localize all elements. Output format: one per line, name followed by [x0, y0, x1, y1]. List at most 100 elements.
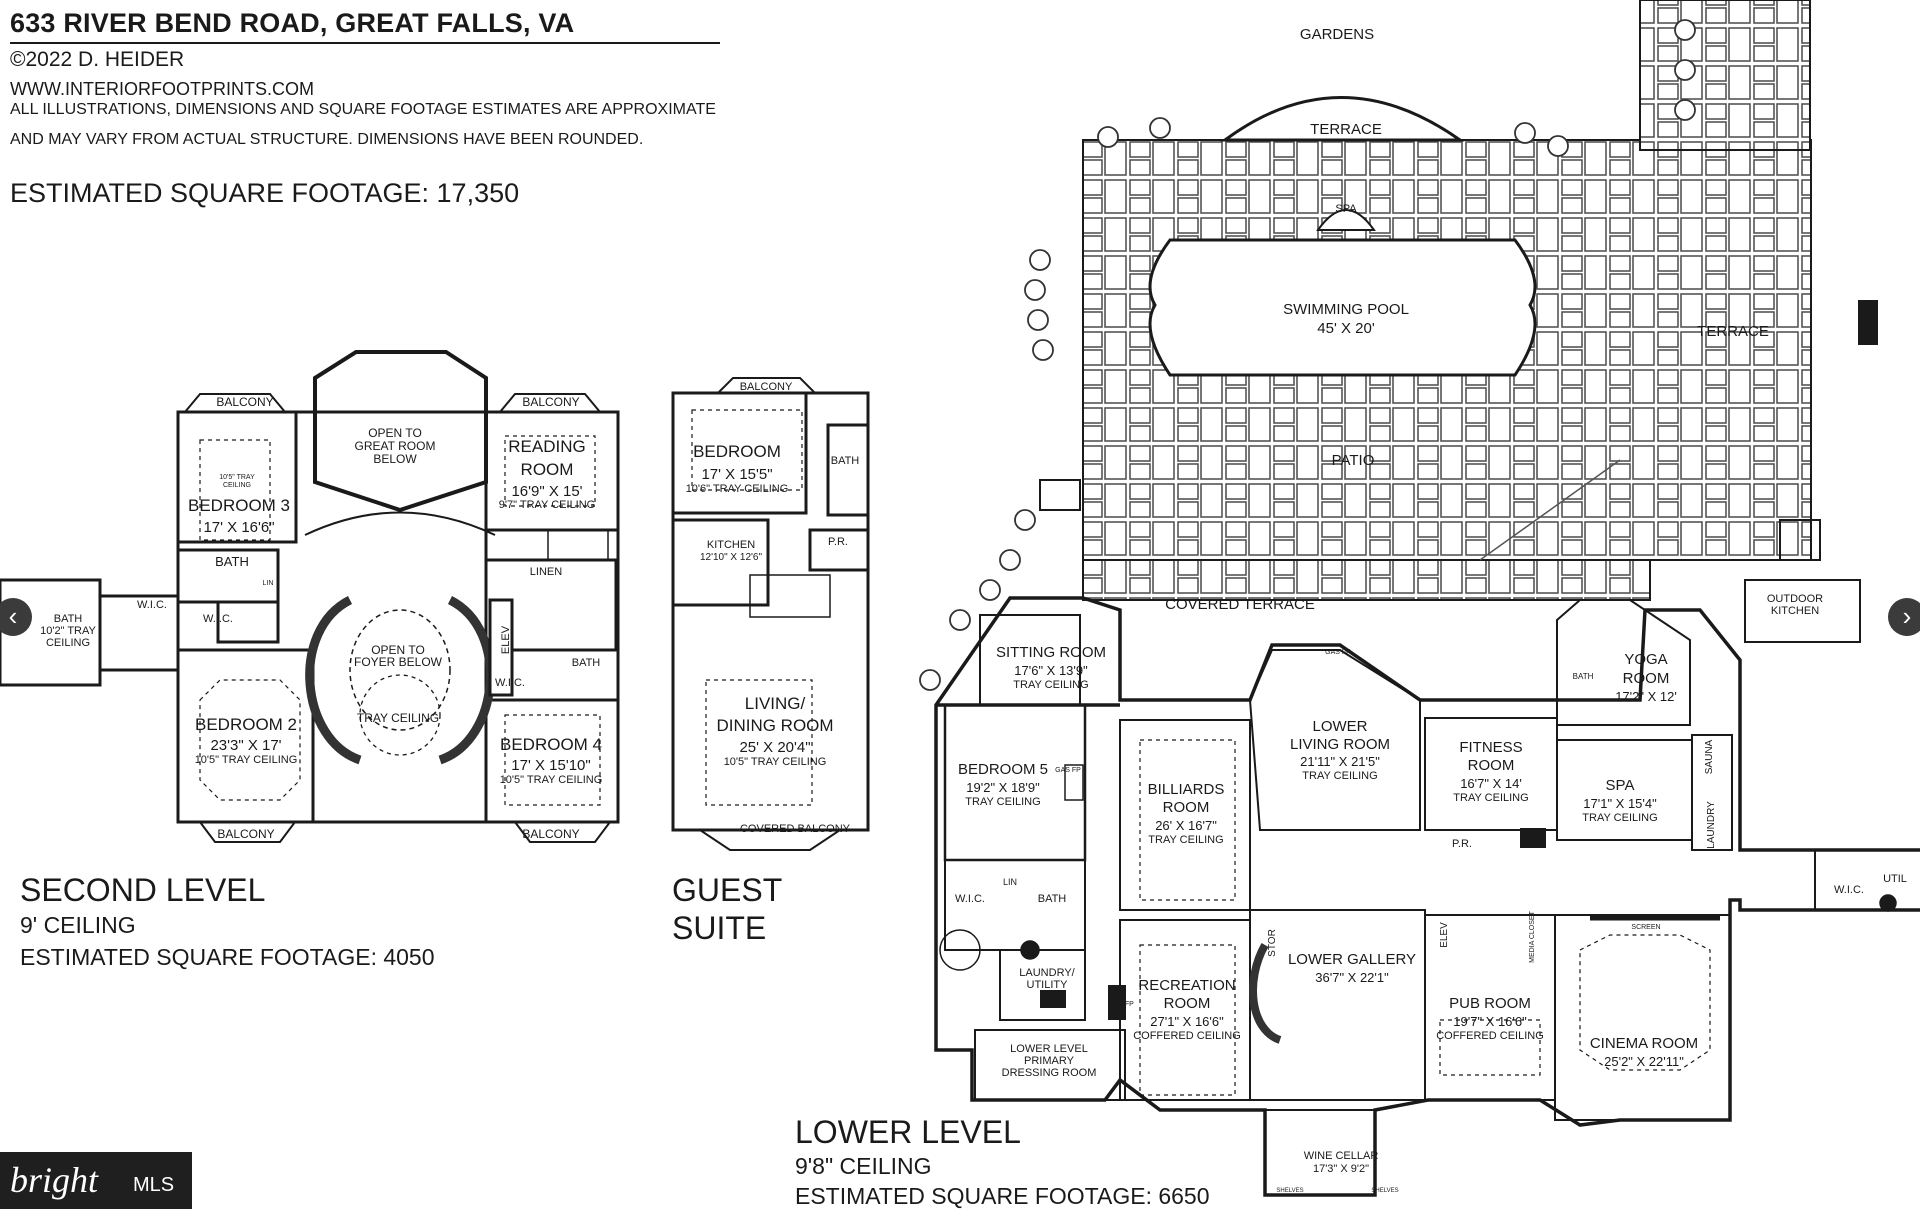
label-fitness-ceiling: TRAY CEILING: [1453, 792, 1528, 804]
label-patio: PATIO: [1332, 452, 1375, 469]
label-pool-dim: 45' X 20': [1317, 320, 1375, 337]
upper-right-paving: [1639, 0, 1811, 151]
label-yoga-1: YOGA: [1624, 651, 1667, 668]
second-level-outline: [176, 410, 620, 824]
guest-suite-title-line-2: SUITE: [672, 910, 767, 946]
label-cinema-room: CINEMA ROOM: [1590, 1035, 1698, 1052]
recreation-gas-fp: [1108, 985, 1126, 1020]
label-bath-c: BATH: [572, 657, 601, 669]
next-image-button[interactable]: ›: [1888, 598, 1920, 636]
guest-suite-labels: BALCONY BEDROOM 17' X 15'5" 10'6" TRAY C…: [686, 381, 860, 835]
label-gardens: GARDENS: [1300, 26, 1374, 43]
label-shelves-2: SHELVES: [1371, 1188, 1398, 1194]
bedroom-4-tray-outline: [504, 714, 601, 806]
patio-stair: [1039, 479, 1081, 511]
label-bath-b-2: 10'2" TRAY: [40, 625, 96, 637]
label-bed4-ceiling: 10'5" TRAY CEILING: [500, 774, 603, 786]
label-spa-dim: 17'1" X 15'4": [1583, 796, 1657, 811]
label-yoga-dim: 17'2" X 12': [1615, 689, 1677, 704]
guest-pr-walls: [808, 528, 870, 572]
spiral-stair: [939, 929, 981, 971]
shrub-7: [1027, 309, 1049, 331]
right-curved-stair: [438, 595, 495, 765]
foyer-open-void: [349, 609, 451, 731]
shrub-4: [1547, 135, 1569, 157]
label-guest-living-1: LIVING/: [745, 694, 806, 713]
label-recreation-1: RECREATION: [1138, 977, 1235, 994]
second-level-labels: BALCONY BALCONY BALCONY BALCONY OPEN TO …: [40, 395, 602, 841]
shrub-15: [1674, 59, 1696, 81]
lower-level-outline: [934, 596, 1920, 1197]
label-billiards-ceiling: TRAY CEILING: [1148, 834, 1223, 846]
cinema-walls: [1554, 914, 1731, 1121]
shrub-14: [1674, 19, 1696, 41]
label-util: UTIL: [1883, 873, 1907, 885]
label-lower-living-2: LIVING ROOM: [1290, 736, 1390, 753]
label-linen: LINEN: [530, 566, 562, 578]
fitness-walls: [1424, 717, 1558, 831]
label-sitting-dim: 17'6" X 13'9": [1014, 663, 1088, 678]
label-bed2-ceiling: 10'5" TRAY CEILING: [195, 754, 298, 766]
billiards-walls: [1119, 719, 1251, 911]
swimming-pool-shape: [1148, 238, 1537, 377]
label-primary-dress-2: PRIMARY: [1024, 1055, 1075, 1067]
balcony-1-shape: [182, 393, 288, 413]
label-bed3-tray-2: CEILING: [223, 482, 251, 489]
label-open-foyer-1: OPEN TO: [371, 643, 425, 657]
bedroom-2-walls: [176, 648, 315, 824]
label-recreation-dim: 27'1" X 16'6": [1150, 1014, 1224, 1029]
label-shelves-1: SHELVES: [1276, 1188, 1303, 1194]
label-guest-balcony: BALCONY: [740, 381, 793, 393]
shrub-13: [919, 669, 941, 691]
left-curved-stair: [305, 595, 362, 765]
label-wine-dim: 17'3" X 9'2": [1313, 1163, 1369, 1175]
label-gas-fp-1: GAS FP: [1325, 649, 1351, 656]
label-wic-2: W.I.C.: [203, 613, 233, 625]
guest-bath-walls: [826, 423, 870, 517]
chevron-right-icon: ›: [1902, 601, 1912, 631]
second-level-ceiling: 9' CEILING: [20, 912, 136, 938]
label-fitness-dim: 16'7" X 14': [1460, 776, 1522, 791]
wic-bath-walls: [944, 859, 1086, 951]
bedroom-5-gas-fp: [1064, 764, 1084, 801]
label-bed3-name: BEDROOM 3: [188, 496, 290, 515]
label-primary-dress-3: DRESSING ROOM: [1002, 1067, 1097, 1079]
label-lower-living-ceiling: TRAY CEILING: [1302, 770, 1377, 782]
label-open-great-3: BELOW: [373, 452, 417, 466]
label-bed5-dim: 19'2" X 18'9": [966, 780, 1040, 795]
label-reading-2: ROOM: [521, 460, 574, 479]
label-bed4-name: BEDROOM 4: [500, 735, 602, 754]
bright-mls-logo: bright MLS: [0, 1152, 192, 1209]
second-level-title: SECOND LEVEL: [20, 872, 266, 908]
total-square-footage: ESTIMATED SQUARE FOOTAGE: 17,350: [10, 178, 520, 208]
lower-level-title: LOWER LEVEL: [795, 1114, 1021, 1150]
label-media-closet: MEDIA CLOSET: [1529, 910, 1536, 962]
lower-level-outdoor: [1039, 0, 1878, 643]
utility-tank: [1020, 940, 1040, 960]
label-bed3-dim: 17' X 16'6": [203, 519, 274, 536]
primary-dressing-walls: [974, 1029, 1126, 1101]
label-bed2-name: BEDROOM 2: [195, 715, 297, 734]
label-laundry-util-1: LAUNDRY/: [1019, 967, 1075, 979]
logo-wordmark: bright: [10, 1160, 99, 1200]
outdoor-kitchen-shape: [1744, 579, 1861, 643]
bedroom-2-tray-outline: [199, 679, 301, 801]
label-laundry: LAUNDRY: [1706, 801, 1717, 849]
label-guest-bath: BATH: [831, 455, 860, 467]
label-balcony-3: BALCONY: [217, 827, 274, 841]
shrub-9: [1014, 509, 1036, 531]
previous-image-button[interactable]: ‹: [0, 598, 32, 636]
label-wic-3: W.I.C.: [495, 677, 525, 689]
label-stor: STOR: [1267, 929, 1278, 957]
second-level-plan: [0, 350, 620, 843]
label-terrace-top: TERRACE: [1310, 121, 1382, 138]
label-guest-living-2: DINING ROOM: [716, 716, 833, 735]
disclaimer-line-1: ALL ILLUSTRATIONS, DIMENSIONS AND SQUARE…: [10, 101, 716, 118]
stair-run: [547, 529, 609, 561]
util-water-heater: [1879, 894, 1897, 912]
balcony-2-shape: [497, 393, 603, 413]
label-lin: LIN: [263, 580, 274, 587]
label-screen: SCREEN: [1631, 924, 1660, 931]
label-lower-gallery: LOWER GALLERY: [1288, 951, 1416, 968]
lower-living-walls: [1248, 649, 1421, 831]
